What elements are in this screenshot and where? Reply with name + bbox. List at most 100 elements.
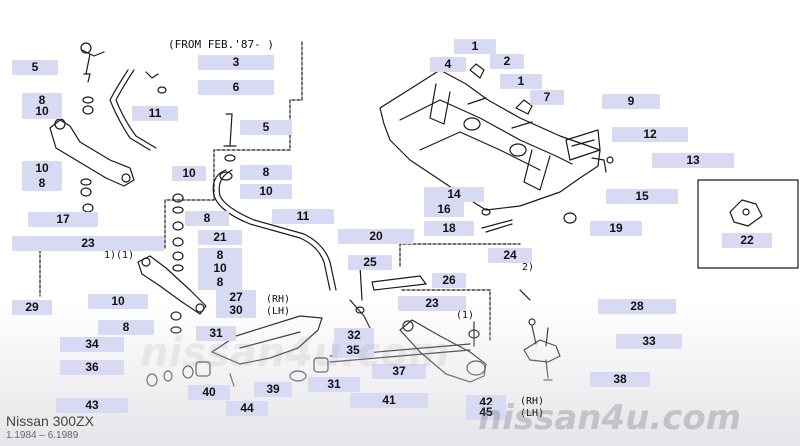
callout-number: 10 bbox=[259, 184, 273, 198]
callout-c41[interactable]: 41 bbox=[350, 393, 428, 408]
part-22 bbox=[729, 199, 763, 227]
callout-number: 3 bbox=[232, 55, 240, 69]
callout-number: 5 bbox=[31, 60, 39, 74]
callout-number: 22 bbox=[740, 233, 754, 247]
callout-number: 31 bbox=[327, 377, 341, 391]
callout-c12[interactable]: 12 bbox=[612, 127, 688, 142]
callout-c26[interactable]: 26 bbox=[432, 273, 466, 288]
annotation-rh2: (RH) bbox=[520, 396, 545, 407]
callout-number: 6 bbox=[232, 80, 240, 94]
callout-c1b[interactable]: 1 bbox=[500, 74, 542, 89]
callout-c8e[interactable]: 8 bbox=[198, 248, 242, 263]
callout-c31a[interactable]: 31 bbox=[196, 326, 236, 341]
callout-c5b[interactable]: 5 bbox=[240, 120, 292, 135]
callout-number: 8 bbox=[262, 165, 270, 179]
callout-c21[interactable]: 21 bbox=[198, 230, 242, 245]
callout-c28[interactable]: 28 bbox=[598, 299, 676, 314]
callout-number: 7 bbox=[543, 90, 551, 104]
callout-c10c[interactable]: 10 bbox=[22, 161, 62, 176]
callout-c14[interactable]: 14 bbox=[424, 187, 484, 202]
callout-c1a[interactable]: 1 bbox=[454, 39, 496, 54]
callout-c18[interactable]: 18 bbox=[424, 221, 474, 236]
annotation-n2: 2) bbox=[522, 262, 535, 273]
callout-number: 11 bbox=[296, 209, 310, 223]
callout-c33[interactable]: 33 bbox=[616, 334, 682, 349]
callout-c34[interactable]: 34 bbox=[60, 337, 124, 352]
callout-c8g[interactable]: 8 bbox=[98, 320, 154, 335]
callout-c8b[interactable]: 8 bbox=[240, 165, 292, 180]
callout-c5a[interactable]: 5 bbox=[12, 60, 58, 75]
callout-c11b[interactable]: 11 bbox=[272, 209, 334, 224]
callout-c40[interactable]: 40 bbox=[188, 385, 230, 400]
annotation-lh1: (LH) bbox=[266, 306, 291, 317]
callout-c44[interactable]: 44 bbox=[226, 401, 268, 416]
callout-c25[interactable]: 25 bbox=[348, 255, 392, 270]
callout-c38[interactable]: 38 bbox=[590, 372, 650, 387]
callout-number: 10 bbox=[182, 166, 196, 180]
callout-c23b[interactable]: 23 bbox=[398, 296, 466, 311]
callout-c6[interactable]: 6 bbox=[198, 80, 274, 95]
stabilizer-bar-center bbox=[212, 169, 331, 291]
ball-joint-5 bbox=[80, 42, 105, 83]
callout-number: 45 bbox=[479, 405, 493, 419]
callout-c11a[interactable]: 11 bbox=[132, 106, 178, 121]
callout-number: 4 bbox=[444, 57, 452, 71]
callout-number: 33 bbox=[642, 334, 656, 348]
callout-number: 24 bbox=[503, 248, 517, 262]
callout-number: 30 bbox=[229, 303, 243, 317]
callout-c30[interactable]: 30 bbox=[216, 303, 256, 318]
callout-number: 13 bbox=[686, 153, 700, 167]
callout-c35[interactable]: 35 bbox=[332, 343, 374, 358]
callout-c16[interactable]: 16 bbox=[424, 202, 464, 217]
callout-number: 41 bbox=[382, 393, 396, 407]
callout-c45[interactable]: 45 bbox=[466, 405, 506, 420]
callout-c13[interactable]: 13 bbox=[652, 153, 734, 168]
callout-c10f[interactable]: 10 bbox=[88, 294, 148, 309]
callout-c10a[interactable]: 10 bbox=[22, 104, 62, 119]
callout-number: 28 bbox=[630, 299, 644, 313]
callout-number: 8 bbox=[38, 176, 46, 190]
callout-c7[interactable]: 7 bbox=[530, 90, 564, 105]
callout-c2[interactable]: 2 bbox=[490, 54, 524, 69]
callout-number: 8 bbox=[216, 248, 224, 262]
callout-c15[interactable]: 15 bbox=[606, 189, 678, 204]
callout-c27[interactable]: 27 bbox=[216, 290, 256, 305]
callout-c4[interactable]: 4 bbox=[430, 57, 466, 72]
callout-c29[interactable]: 29 bbox=[12, 300, 52, 315]
callout-c8c[interactable]: 8 bbox=[22, 176, 62, 191]
callout-c20[interactable]: 20 bbox=[338, 229, 414, 244]
callout-number: 37 bbox=[392, 364, 406, 378]
callout-number: 9 bbox=[627, 94, 635, 108]
callout-c43[interactable]: 43 bbox=[56, 398, 128, 413]
callout-c19[interactable]: 19 bbox=[590, 221, 642, 236]
callout-c39[interactable]: 39 bbox=[254, 382, 292, 397]
callout-c10b[interactable]: 10 bbox=[240, 184, 292, 199]
callout-c9[interactable]: 9 bbox=[602, 94, 660, 109]
stabilizer-bar-upper bbox=[109, 69, 151, 151]
divider-line bbox=[399, 243, 521, 267]
callout-number: 14 bbox=[447, 187, 461, 201]
callout-c17[interactable]: 17 bbox=[28, 212, 98, 227]
callout-c8f[interactable]: 8 bbox=[198, 275, 242, 290]
callout-c22[interactable]: 22 bbox=[722, 233, 772, 248]
callout-c3[interactable]: 3 bbox=[198, 55, 274, 70]
callout-number: 26 bbox=[442, 273, 456, 287]
callout-c10e[interactable]: 10 bbox=[198, 261, 242, 276]
callout-number: 32 bbox=[347, 328, 361, 342]
callout-c8d[interactable]: 8 bbox=[185, 211, 229, 226]
callout-c10d[interactable]: 10 bbox=[172, 166, 206, 181]
callout-c23a[interactable]: 23 bbox=[12, 236, 164, 251]
callout-number: 35 bbox=[346, 343, 360, 357]
callout-number: 1 bbox=[471, 39, 479, 53]
callout-c31b[interactable]: 31 bbox=[308, 377, 360, 392]
callout-number: 8 bbox=[216, 275, 224, 289]
callout-c24[interactable]: 24 bbox=[488, 248, 532, 263]
watermark: nissan4u.com bbox=[478, 398, 742, 438]
callout-number: 25 bbox=[363, 255, 377, 269]
callout-c36[interactable]: 36 bbox=[60, 360, 124, 375]
callout-number: 8 bbox=[203, 211, 211, 225]
callout-c37[interactable]: 37 bbox=[372, 364, 426, 379]
callout-number: 40 bbox=[202, 385, 216, 399]
callout-c32[interactable]: 32 bbox=[334, 328, 374, 343]
annotation-lh2: (LH) bbox=[520, 408, 545, 419]
